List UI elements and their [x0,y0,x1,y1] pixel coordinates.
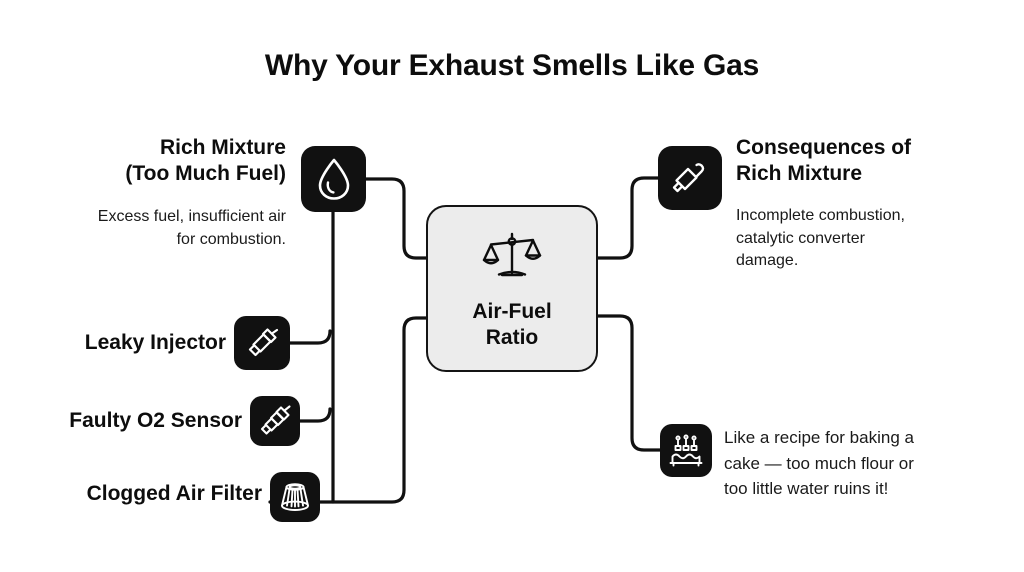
cause-faulty-o2-sensor-text: Faulty O2 Sensor [69,409,242,432]
effect-consequences-desc-line3: damage. [736,252,799,270]
fuel-injector-icon[interactable] [234,316,290,370]
effect-consequences-desc-line2: catalytic converter [736,229,865,247]
air-filter-icon[interactable] [270,472,320,522]
effect-desc-analogy: Like a recipe for baking a cake — too mu… [724,425,990,502]
effect-desc-consequences: Incomplete combustion, catalytic convert… [736,205,976,273]
cause-rich-mixture-line1: Rich Mixture [159,136,286,159]
effect-label-consequences: Consequences of Rich Mixture [736,135,986,188]
exhaust-muffler-icon[interactable] [658,146,722,210]
balance-scale-icon [479,228,545,293]
cause-label-leaky-injector: Leaky Injector [30,330,226,356]
effect-analogy-line1: Like a recipe for baking a [724,428,914,447]
cause-rich-mixture-desc-line2: for combustion. [176,230,286,248]
oxygen-sensor-icon[interactable] [250,396,300,446]
page-title: Why Your Exhaust Smells Like Gas [264,49,760,82]
cause-leaky-injector-text: Leaky Injector [84,331,226,354]
effect-analogy-line2: cake — too much flour or [724,453,914,473]
wire-leaky-injector-to-trunk [288,329,332,345]
cause-desc-rich-mixture: Excess fuel, insufficient air for combus… [46,206,286,251]
wire-center-to-analogy [596,314,662,452]
cause-rich-mixture-desc-line1: Excess fuel, insufficient air [97,208,286,225]
wire-o2-sensor-to-trunk [298,407,332,423]
fuel-drop-icon[interactable] [301,146,366,212]
center-node-air-fuel-ratio[interactable]: Air-Fuel Ratio [426,205,598,372]
center-node-label-line1: Air-Fuel [472,300,552,324]
wire-bottom-to-center [331,316,428,504]
birthday-cake-icon[interactable] [660,424,712,477]
cause-rich-mixture-line2: (Too Much Fuel) [125,162,286,186]
cause-clogged-air-filter-text: Clogged Air Filter [86,482,262,505]
effect-consequences-line1: Consequences of [736,136,912,159]
center-node-label-line2: Ratio [485,326,539,349]
effect-consequences-desc-line1: Incomplete combustion, [736,207,905,224]
wire-rich-mixture-to-center [364,177,428,260]
center-node-label: Air-Fuel Ratio [472,299,551,350]
wire-center-to-consequences [596,176,660,260]
effect-analogy-line3: too little water ruins it! [724,479,889,498]
cause-label-clogged-air-filter: Clogged Air Filter [22,481,262,507]
effect-consequences-line2: Rich Mixture [736,162,863,186]
cause-label-faulty-o2-sensor: Faulty O2 Sensor [30,408,242,434]
cause-label-rich-mixture: Rich Mixture (Too Much Fuel) [66,135,286,188]
